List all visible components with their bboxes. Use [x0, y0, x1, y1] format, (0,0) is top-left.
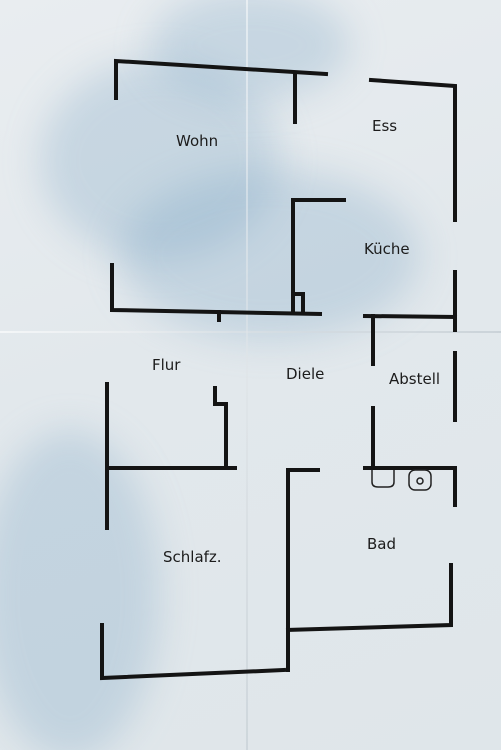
room-label-ess: Ess [372, 117, 397, 135]
room-label-kueche: Küche [364, 240, 410, 258]
walls-flur [105, 382, 237, 472]
walls-schlafz [100, 466, 320, 681]
room-label-diele: Diele [286, 365, 324, 383]
room-label-bad: Bad [367, 535, 396, 553]
fold-line-horizontal [0, 331, 501, 333]
shadow-blob [40, 60, 280, 260]
room-label-schlafz: Schlafz. [163, 548, 222, 566]
walls-wohn [110, 58, 329, 322]
toilet-fixture [408, 469, 432, 491]
room-label-flur: Flur [152, 356, 181, 374]
fold-line-vertical [246, 0, 248, 750]
shadow-blob [150, 0, 350, 100]
shadow-blob [0, 430, 160, 750]
walls-abstell [362, 313, 458, 470]
walls-bad [285, 466, 457, 633]
room-label-wohn: Wohn [176, 132, 218, 150]
bath-fixtures [371, 469, 432, 491]
sink-fixture [371, 470, 395, 488]
walls-ess-kueche [291, 77, 457, 332]
room-label-abstell: Abstell [389, 370, 440, 388]
